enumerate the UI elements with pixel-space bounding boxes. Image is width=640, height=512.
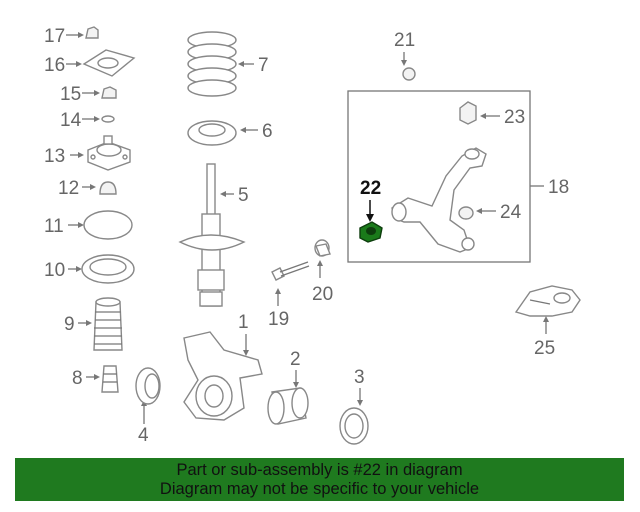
part-15-nut[interactable]: 15 [60,84,117,105]
callout-7: 7 [258,55,269,76]
info-banner: Part or sub-assembly is #22 in diagram D… [15,458,624,501]
part-19-bolt[interactable]: 19 [268,261,310,330]
part-7-coil-spring[interactable]: 7 [187,31,269,97]
callout-8: 8 [72,368,83,389]
callout-4: 4 [138,425,149,446]
part-21-nut[interactable]: 21 [394,30,416,81]
part-6-spring-seat[interactable]: 6 [187,120,273,146]
callout-5: 5 [238,185,249,206]
part-18-control-arm-assembly[interactable]: 18 [347,90,569,263]
part-17-nut[interactable]: 17 [44,26,99,47]
part-25-bracket[interactable]: 25 [514,285,581,359]
part-8-bump-stop[interactable]: 8 [72,365,119,393]
part-9-dust-boot[interactable]: 9 [64,297,123,351]
callout-10: 10 [44,260,65,281]
part-2-wheel-bearing[interactable]: 2 [267,349,309,425]
callout-14: 14 [60,110,82,131]
part-14-ring[interactable]: 14 [60,110,115,131]
part-4-seal[interactable]: 4 [135,367,161,446]
callout-18: 18 [548,177,569,198]
callout-24: 24 [500,202,522,223]
part-16-mount-plate[interactable]: 16 [44,49,136,77]
callout-20: 20 [312,284,333,305]
part-3-snap-ring[interactable]: 3 [339,367,369,445]
part-11-ring[interactable]: 11 [44,210,133,240]
part-20-bushing[interactable]: 20 [312,239,333,305]
assembly-box [347,90,531,263]
callout-23: 23 [504,107,525,128]
callout-11: 11 [44,216,64,237]
callout-1: 1 [238,312,249,333]
callout-21: 21 [394,30,415,51]
callout-17: 17 [44,26,65,47]
callout-6: 6 [262,121,273,142]
callout-19: 19 [268,309,289,330]
banner-line-1: Part or sub-assembly is #22 in diagram [176,461,463,479]
part-23-ball-joint-nut[interactable]: 23 [459,101,525,128]
part-13-strut-mount[interactable]: 13 [44,135,131,171]
part-24-nut[interactable]: 24 [458,202,522,223]
callout-25: 25 [534,338,555,359]
part-5-strut[interactable]: 5 [178,163,249,307]
callout-9: 9 [64,314,75,335]
part-22-bushing-highlighted[interactable]: 22 [359,178,383,243]
banner-line-2: Diagram may not be specific to your vehi… [159,480,480,498]
part-10-insulator[interactable]: 10 [44,254,135,284]
part-12-cap[interactable]: 12 [58,178,117,199]
callout-16: 16 [44,55,65,76]
callout-22: 22 [360,178,381,199]
part-1-steering-knuckle[interactable]: 1 [183,312,263,421]
callout-15: 15 [60,84,81,105]
callout-2: 2 [290,349,301,370]
callout-13: 13 [44,146,65,167]
callout-12: 12 [58,178,79,199]
callout-3: 3 [354,367,365,388]
